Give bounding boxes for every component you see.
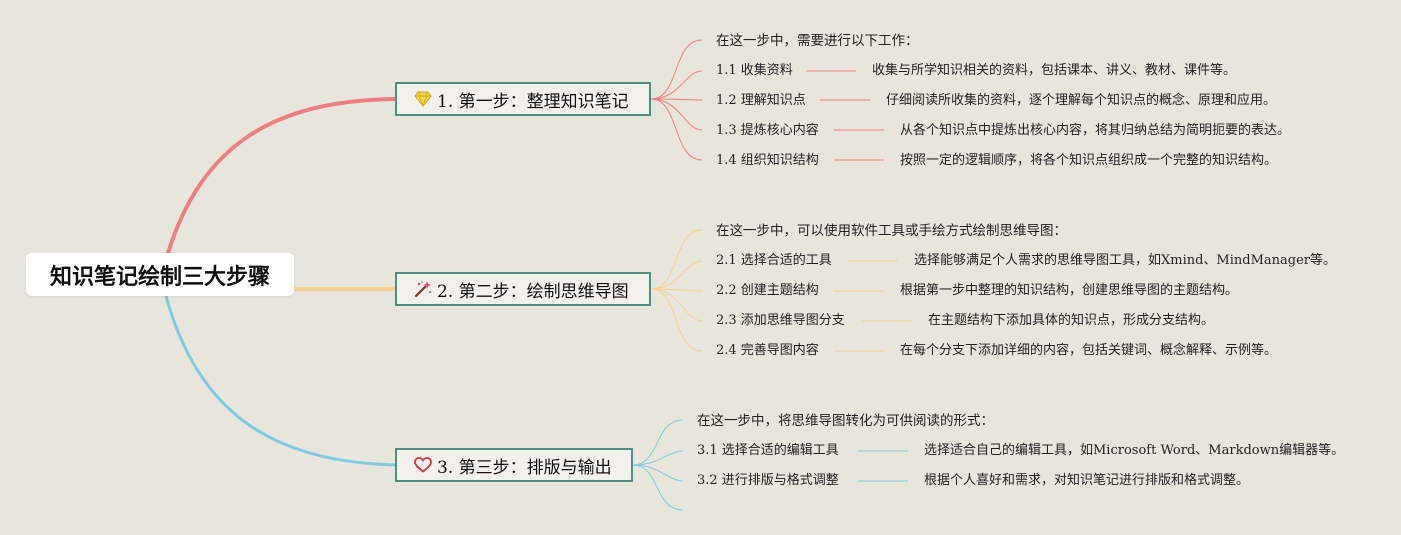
- heart-icon: [413, 455, 433, 475]
- connector-root-step-1: [164, 97, 398, 261]
- step-1-item-1-desc[interactable]: 收集与所学知识相关的资料，包括课本、讲义、教材、课件等。: [872, 63, 1237, 78]
- step-2-item-2-title[interactable]: 2.2 创建主题结构: [716, 283, 819, 298]
- step-1-item-4-title[interactable]: 1.4 组织知识结构: [716, 153, 819, 168]
- step-1-item-2-title[interactable]: 1.2 理解知识点: [716, 93, 806, 108]
- step-3-label: 3. 第三步：排版与输出: [437, 457, 612, 478]
- step-1-topic[interactable]: 1. 第一步：整理知识笔记: [395, 82, 651, 116]
- step-2-item-4-desc[interactable]: 在每个分支下添加详细的内容，包括关键词、概念解释、示例等。: [900, 343, 1278, 358]
- connector-group-step-3: [632, 419, 908, 511]
- step-1-intro[interactable]: 在这一步中，需要进行以下工作：: [716, 33, 919, 49]
- step-2-item-3-title[interactable]: 2.3 添加思维导图分支: [716, 313, 845, 328]
- step-2-item-2-desc[interactable]: 根据第一步中整理的知识结构，创建思维导图的主题结构。: [900, 283, 1239, 298]
- step-2-item-1-desc[interactable]: 选择能够满足个人需求的思维导图工具，如Xmind、MindManager等。: [914, 253, 1337, 268]
- step-3-topic[interactable]: 3. 第三步：排版与输出: [395, 448, 633, 482]
- step-1-item-3-title[interactable]: 1.3 提炼核心内容: [716, 123, 819, 138]
- connector-group-step-2: [650, 229, 912, 352]
- step-2-label: 2. 第二步：绘制思维导图: [437, 281, 629, 302]
- step-1-item-2-desc[interactable]: 仔细阅读所收集的资料，逐个理解每个知识点的概念、原理和应用。: [886, 93, 1277, 108]
- step-3-item-1-title[interactable]: 3.1 选择合适的编辑工具: [697, 443, 839, 458]
- step-2-item-1-title[interactable]: 2.1 选择合适的工具: [716, 253, 832, 268]
- step-3-item-1-desc[interactable]: 选择适合自己的编辑工具，如Microsoft Word、Markdown编辑器等…: [924, 443, 1345, 458]
- step-3-intro[interactable]: 在这一步中，将思维导图转化为可供阅读的形式：: [697, 413, 994, 429]
- connector-group-step-1: [650, 39, 884, 161]
- diamond-icon: [413, 89, 433, 109]
- step-2-topic[interactable]: 2. 第二步：绘制思维导图: [395, 272, 651, 306]
- root-topic[interactable]: 知识笔记绘制三大步骤: [26, 253, 294, 296]
- step-1-item-1-title[interactable]: 1.1 收集资料: [716, 63, 793, 78]
- step-2-item-4-title[interactable]: 2.4 完善导图内容: [716, 343, 819, 358]
- step-1-item-3-desc[interactable]: 从各个知识点中提炼出核心内容，将其归纳总结为简明扼要的表达。: [900, 123, 1291, 138]
- magic-wand-icon: [413, 279, 433, 299]
- step-1-label: 1. 第一步：整理知识笔记: [437, 91, 629, 112]
- step-2-intro[interactable]: 在这一步中，可以使用软件工具或手绘方式绘制思维导图：: [716, 223, 1067, 239]
- step-2-item-3-desc[interactable]: 在主题结构下添加具体的知识点，形成分支结构。: [928, 313, 1215, 328]
- step-1-item-4-desc[interactable]: 按照一定的逻辑顺序，将各个知识点组织成一个完整的知识结构。: [900, 153, 1278, 168]
- step-3-item-2-title[interactable]: 3.2 进行排版与格式调整: [697, 473, 839, 488]
- connector-root-step-3: [164, 295, 398, 467]
- step-3-item-2-desc[interactable]: 根据个人喜好和需求，对知识笔记进行排版和格式调整。: [924, 473, 1250, 488]
